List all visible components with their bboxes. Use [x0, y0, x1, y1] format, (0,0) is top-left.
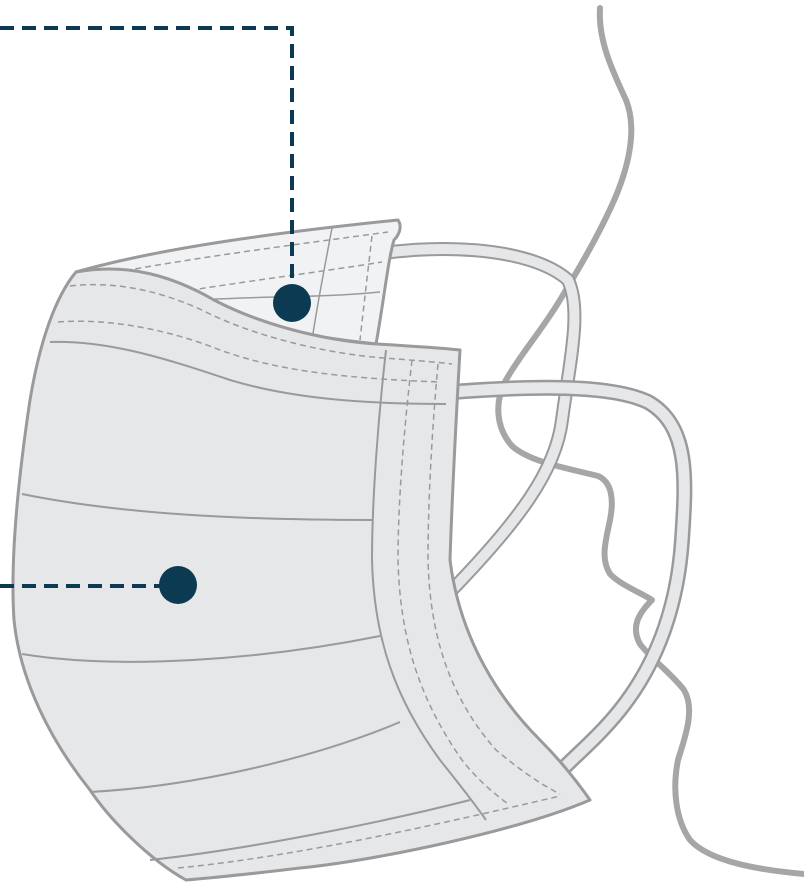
face-profile — [495, 5, 804, 877]
pleat-3 — [89, 721, 401, 793]
inner-layer-marker — [273, 284, 311, 322]
inner-layer-callout-line — [0, 26, 294, 290]
pleat-1 — [21, 493, 373, 521]
outer-layer-marker — [159, 566, 197, 604]
mask-outer-panel — [11, 267, 592, 882]
pleat-2 — [21, 635, 381, 663]
